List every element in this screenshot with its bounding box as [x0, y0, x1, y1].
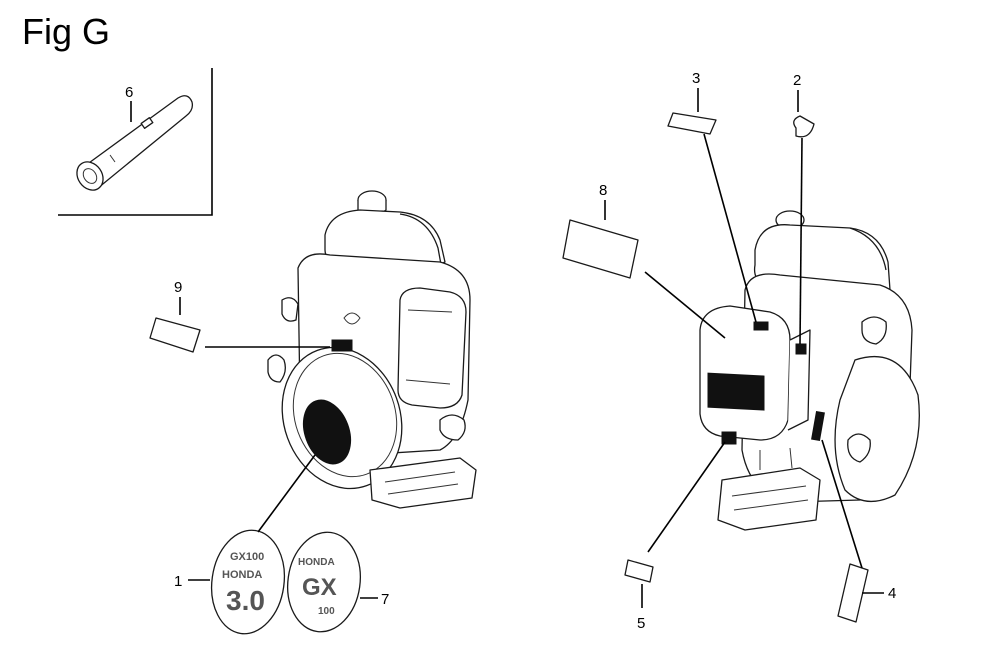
emblem-7-line2: GX — [302, 574, 337, 601]
label-slot-9 — [331, 339, 353, 352]
callout-1: 1 — [174, 573, 182, 590]
emblem-7-line1: HONDA — [298, 557, 335, 568]
figure-title: Fig G — [22, 11, 111, 52]
label-3[interactable] — [667, 112, 717, 135]
callout-6: 6 — [125, 84, 133, 101]
callout-7: 7 — [381, 591, 389, 608]
label-slot-8 — [707, 372, 765, 411]
label-9[interactable] — [149, 317, 201, 353]
engine-left[interactable] — [263, 190, 477, 509]
emblem-1[interactable]: GX100 HONDA 3.0 — [205, 525, 291, 638]
label-slot-2 — [795, 343, 807, 355]
callout-labels: 6 9 8 3 2 5 4 1 7 — [125, 70, 896, 632]
label-8[interactable] — [562, 219, 639, 279]
callout-3: 3 — [692, 70, 700, 87]
engine-right[interactable] — [699, 210, 920, 531]
label-2[interactable] — [793, 115, 815, 138]
emblem-1-line3: 3.0 — [226, 585, 265, 616]
callout-2: 2 — [793, 72, 801, 89]
label-slot-4 — [811, 410, 825, 442]
leader-lines — [179, 88, 884, 608]
emblem-slot-left — [302, 399, 352, 465]
emblem-7[interactable]: HONDA GX 100 — [281, 527, 366, 636]
callout-5: 5 — [637, 615, 645, 632]
emblem-1-line2: HONDA — [222, 569, 262, 581]
inset-frame — [58, 68, 213, 216]
emblem-7-line3: 100 — [318, 606, 335, 617]
callout-9: 9 — [174, 279, 182, 296]
label-5[interactable] — [624, 559, 654, 583]
spark-plug-wrench[interactable] — [72, 95, 194, 195]
emblem-1-line1: GX100 — [230, 551, 264, 563]
label-slot-3 — [753, 321, 769, 331]
label-slot-5 — [721, 431, 737, 445]
callout-4: 4 — [888, 585, 896, 602]
callout-8: 8 — [599, 182, 607, 199]
